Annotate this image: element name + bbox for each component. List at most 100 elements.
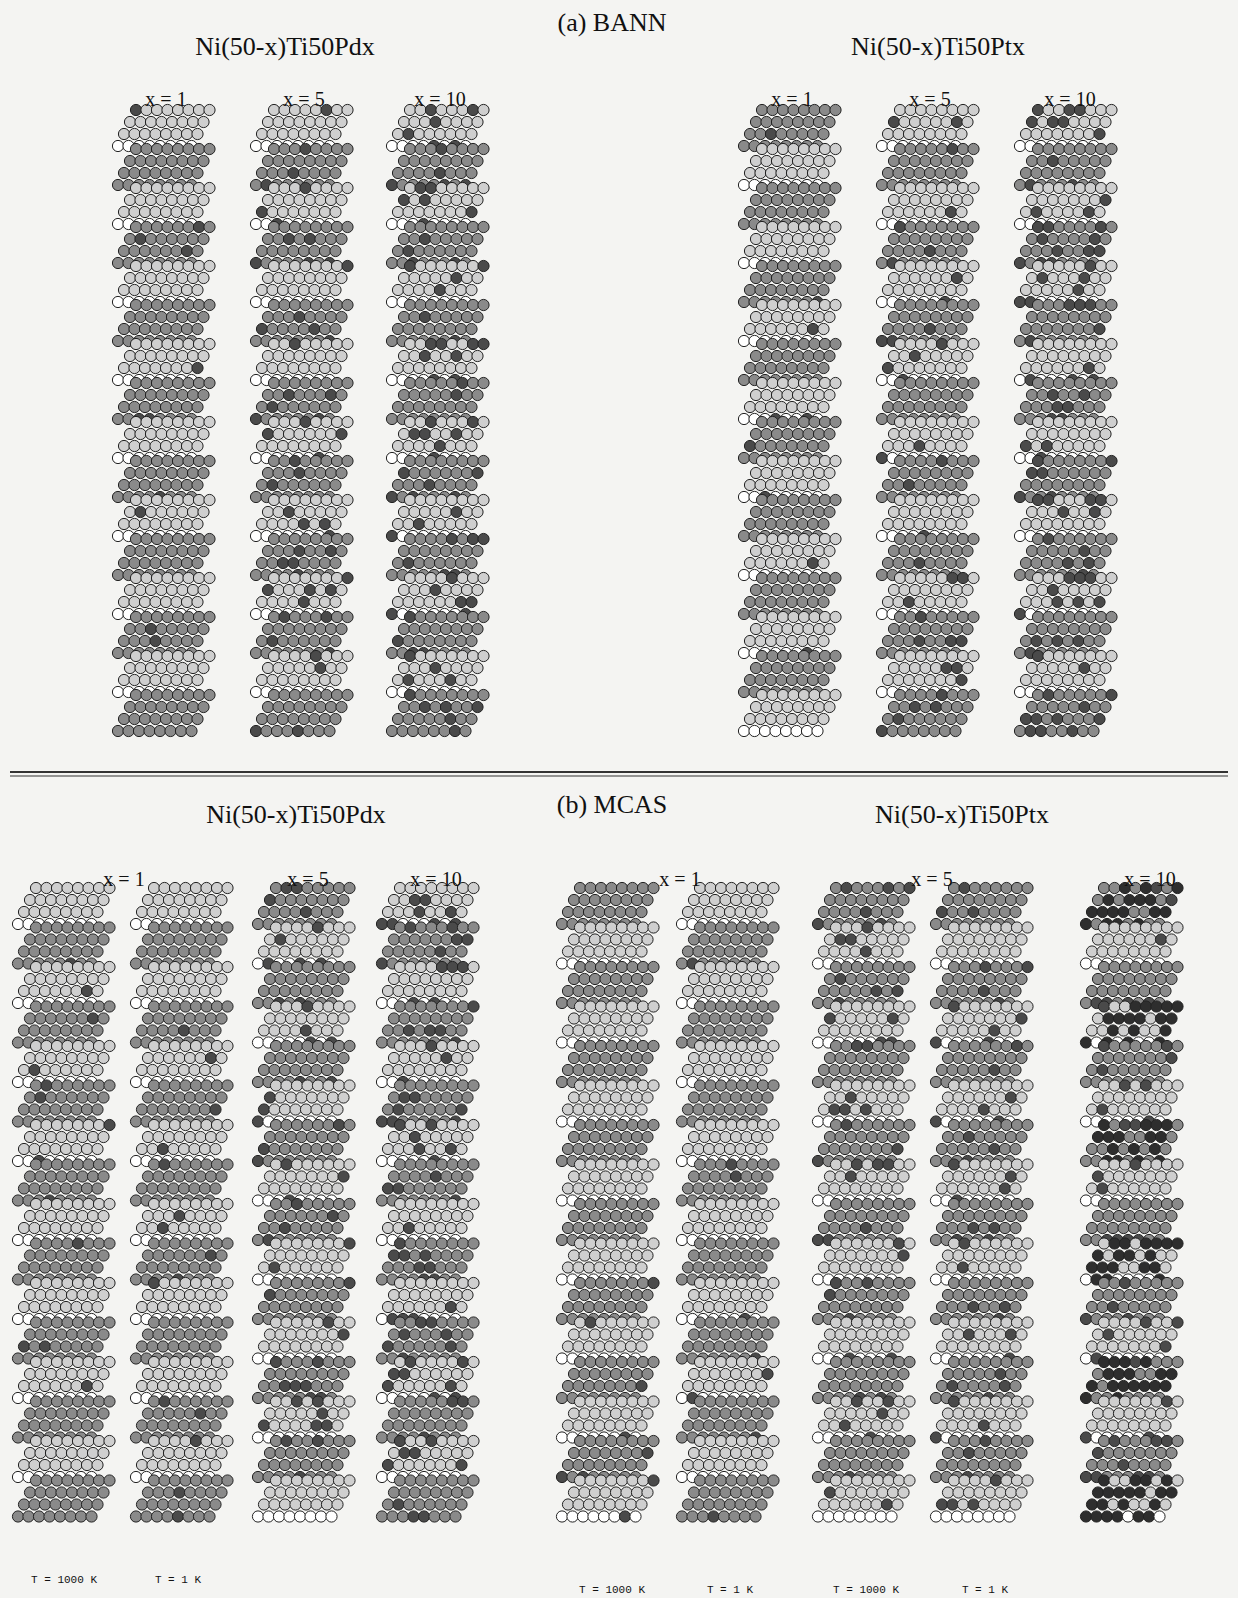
atom [330, 440, 341, 451]
atom [425, 455, 436, 466]
atom [455, 167, 466, 178]
atom [277, 635, 288, 646]
atom [141, 377, 152, 388]
atom [750, 272, 761, 283]
atom [430, 545, 441, 556]
atom [782, 116, 793, 127]
atom [478, 377, 489, 388]
atom [256, 635, 267, 646]
atom [304, 194, 315, 205]
atom [262, 506, 273, 517]
atom [250, 530, 261, 541]
atom [455, 596, 466, 607]
atom [172, 650, 183, 661]
atom [124, 428, 135, 439]
atom [181, 323, 192, 334]
atom [187, 545, 198, 556]
atom [457, 221, 468, 232]
atom [478, 533, 489, 544]
atom [407, 725, 418, 736]
atom [283, 662, 294, 673]
atom [771, 389, 782, 400]
atom [771, 194, 782, 205]
atom [803, 584, 814, 595]
atom [330, 362, 341, 373]
atom [413, 557, 424, 568]
atom [824, 194, 835, 205]
atom [786, 479, 797, 490]
atom [267, 713, 278, 724]
atom [771, 350, 782, 361]
atom [782, 584, 793, 595]
atom [744, 440, 755, 451]
atom [166, 701, 177, 712]
atom [392, 479, 403, 490]
atom [792, 116, 803, 127]
atom [294, 272, 305, 283]
atom [256, 323, 267, 334]
atom [273, 701, 284, 712]
atom [310, 260, 321, 271]
atom [256, 674, 267, 685]
atom [776, 479, 787, 490]
atom [129, 362, 140, 373]
atom [279, 650, 290, 661]
atom [342, 494, 353, 505]
atom [294, 194, 305, 205]
atom [166, 545, 177, 556]
atom [771, 116, 782, 127]
atom [139, 713, 150, 724]
atom [289, 611, 300, 622]
atom [819, 299, 830, 310]
atom [150, 323, 161, 334]
atom [315, 116, 326, 127]
atom [472, 389, 483, 400]
atom [277, 596, 288, 607]
atom [803, 311, 814, 322]
atom [118, 596, 129, 607]
atom [139, 284, 150, 295]
atom [123, 725, 134, 736]
atom [467, 416, 478, 427]
atom [767, 182, 778, 193]
atom [330, 518, 341, 529]
atom [398, 194, 409, 205]
atom [145, 701, 156, 712]
atom [392, 713, 403, 724]
atom [288, 479, 299, 490]
atom [467, 689, 478, 700]
atom [283, 545, 294, 556]
atom [193, 455, 204, 466]
atom [776, 206, 787, 217]
atom [803, 467, 814, 478]
atom [300, 650, 311, 661]
atom [171, 440, 182, 451]
atom [183, 416, 194, 427]
atom [461, 272, 472, 283]
atom [289, 533, 300, 544]
atom [771, 467, 782, 478]
atom [279, 260, 290, 271]
atom [166, 584, 177, 595]
atom [446, 533, 457, 544]
atom [321, 611, 332, 622]
atom [319, 557, 330, 568]
atom [130, 533, 141, 544]
atom [813, 311, 824, 322]
atom [797, 323, 808, 334]
atom [156, 662, 167, 673]
atom [756, 416, 767, 427]
atom [183, 611, 194, 622]
atom [767, 338, 778, 349]
atom [430, 311, 441, 322]
atom [187, 350, 198, 361]
atom [204, 533, 215, 544]
atom [262, 584, 273, 595]
atom [398, 155, 409, 166]
atom [294, 662, 305, 673]
atom [472, 467, 483, 478]
atom [198, 116, 209, 127]
atom [124, 233, 135, 244]
atom [273, 623, 284, 634]
atom [204, 416, 215, 427]
